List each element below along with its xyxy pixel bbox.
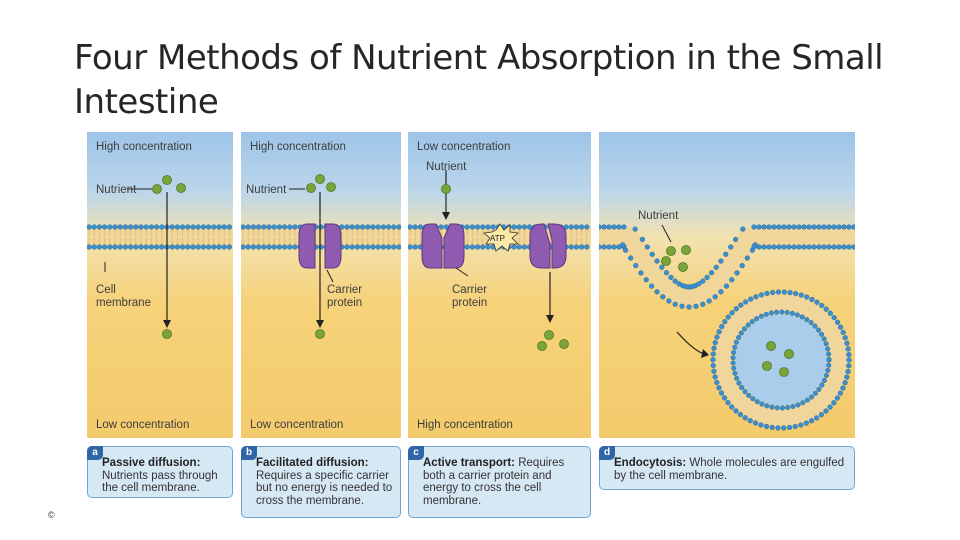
top-concentration-label: High concentration bbox=[96, 141, 192, 153]
caption-passive-diffusion: a Passive diffusion: Nutrients pass thro… bbox=[87, 446, 233, 498]
caption-body: Passive diffusion: Nutrients pass throug… bbox=[102, 457, 226, 495]
panel-active-transport: Low concentration Nutrient ATP Carrier p… bbox=[408, 132, 591, 438]
carrier-protein-icon bbox=[298, 223, 342, 269]
caption-text: Nutrients pass through the cell membrane… bbox=[102, 469, 218, 495]
bottom-concentration-label: Low concentration bbox=[96, 419, 190, 431]
atp-burst-icon bbox=[483, 223, 519, 252]
nutrient-label: Nutrient bbox=[96, 184, 137, 196]
panel-letter-c: c bbox=[408, 446, 424, 460]
copyright-symbol: © bbox=[48, 510, 55, 520]
caption-facilitated-diffusion: b Facilitated diffusion: Requires a spec… bbox=[241, 446, 401, 518]
caption-text: Whole molecules are engulfed by the cell… bbox=[614, 457, 845, 482]
caption-title: Active transport: bbox=[423, 457, 516, 469]
active-transport-illustration bbox=[408, 170, 591, 351]
nutrient-molecules bbox=[661, 245, 794, 377]
panel-letter-b: b bbox=[241, 446, 257, 460]
caption-title: Endocytosis: bbox=[614, 457, 687, 469]
caption-endocytosis: d Endocytosis: Whole molecules are engul… bbox=[599, 446, 855, 490]
nutrient-label: Nutrient bbox=[638, 210, 679, 222]
invaginating-membrane bbox=[599, 224, 855, 310]
panel-facilitated-diffusion: High concentration Nutrient Carrier prot… bbox=[241, 132, 401, 438]
vesicle-bilayer bbox=[710, 289, 852, 431]
caption-body: Endocytosis: Whole molecules are engulfe… bbox=[614, 457, 848, 482]
facilitated-diffusion-illustration bbox=[241, 174, 401, 339]
panel-letter-d: d bbox=[599, 446, 615, 460]
nutrient-label: Nutrient bbox=[426, 161, 467, 173]
slide-title: Four Methods of Nutrient Absorption in t… bbox=[74, 38, 884, 122]
caption-title: Passive diffusion: bbox=[102, 457, 201, 469]
bottom-concentration-label: Low concentration bbox=[250, 419, 344, 431]
caption-body: Facilitated diffusion: Requires a specif… bbox=[256, 457, 394, 507]
endocytosis-illustration bbox=[599, 224, 855, 431]
atp-label: ATP bbox=[490, 234, 505, 243]
nutrient-molecules bbox=[441, 184, 569, 351]
caption-title: Facilitated diffusion: bbox=[256, 457, 369, 469]
nutrient-molecules bbox=[152, 175, 186, 339]
top-concentration-label: Low concentration bbox=[417, 141, 511, 153]
caption-text: Requires both a carrier protein and ener… bbox=[423, 457, 565, 507]
caption-text: Requires a specific carrier but no energ… bbox=[256, 469, 393, 507]
passive-diffusion-illustration bbox=[87, 175, 233, 339]
nutrient-label: Nutrient bbox=[246, 184, 287, 196]
cell-membrane-bilayer bbox=[241, 224, 401, 250]
cell-membrane-bilayer bbox=[87, 224, 233, 250]
cell-membrane-label-line2: membrane bbox=[96, 297, 151, 309]
panel-endocytosis: Nutrient bbox=[599, 132, 855, 438]
panel-passive-diffusion: High concentration Nutrient Cell membran… bbox=[87, 132, 233, 438]
carrier-protein-label-line1: Carrier bbox=[327, 284, 363, 296]
panel-letter-a: a bbox=[87, 446, 103, 460]
top-concentration-label: High concentration bbox=[250, 141, 346, 153]
bottom-concentration-label: High concentration bbox=[417, 419, 513, 431]
carrier-protein-label-line2: protein bbox=[452, 297, 488, 309]
caption-body: Active transport: Requires both a carrie… bbox=[423, 457, 584, 507]
carrier-protein-label-line1: Carrier bbox=[452, 284, 488, 296]
cell-membrane-label-line1: Cell bbox=[96, 284, 116, 296]
caption-active-transport: c Active transport: Requires both a carr… bbox=[408, 446, 591, 518]
carrier-protein-label-line2: protein bbox=[327, 297, 363, 309]
carrier-protein-closed-icon bbox=[529, 223, 567, 269]
nutrient-molecules bbox=[306, 174, 336, 339]
